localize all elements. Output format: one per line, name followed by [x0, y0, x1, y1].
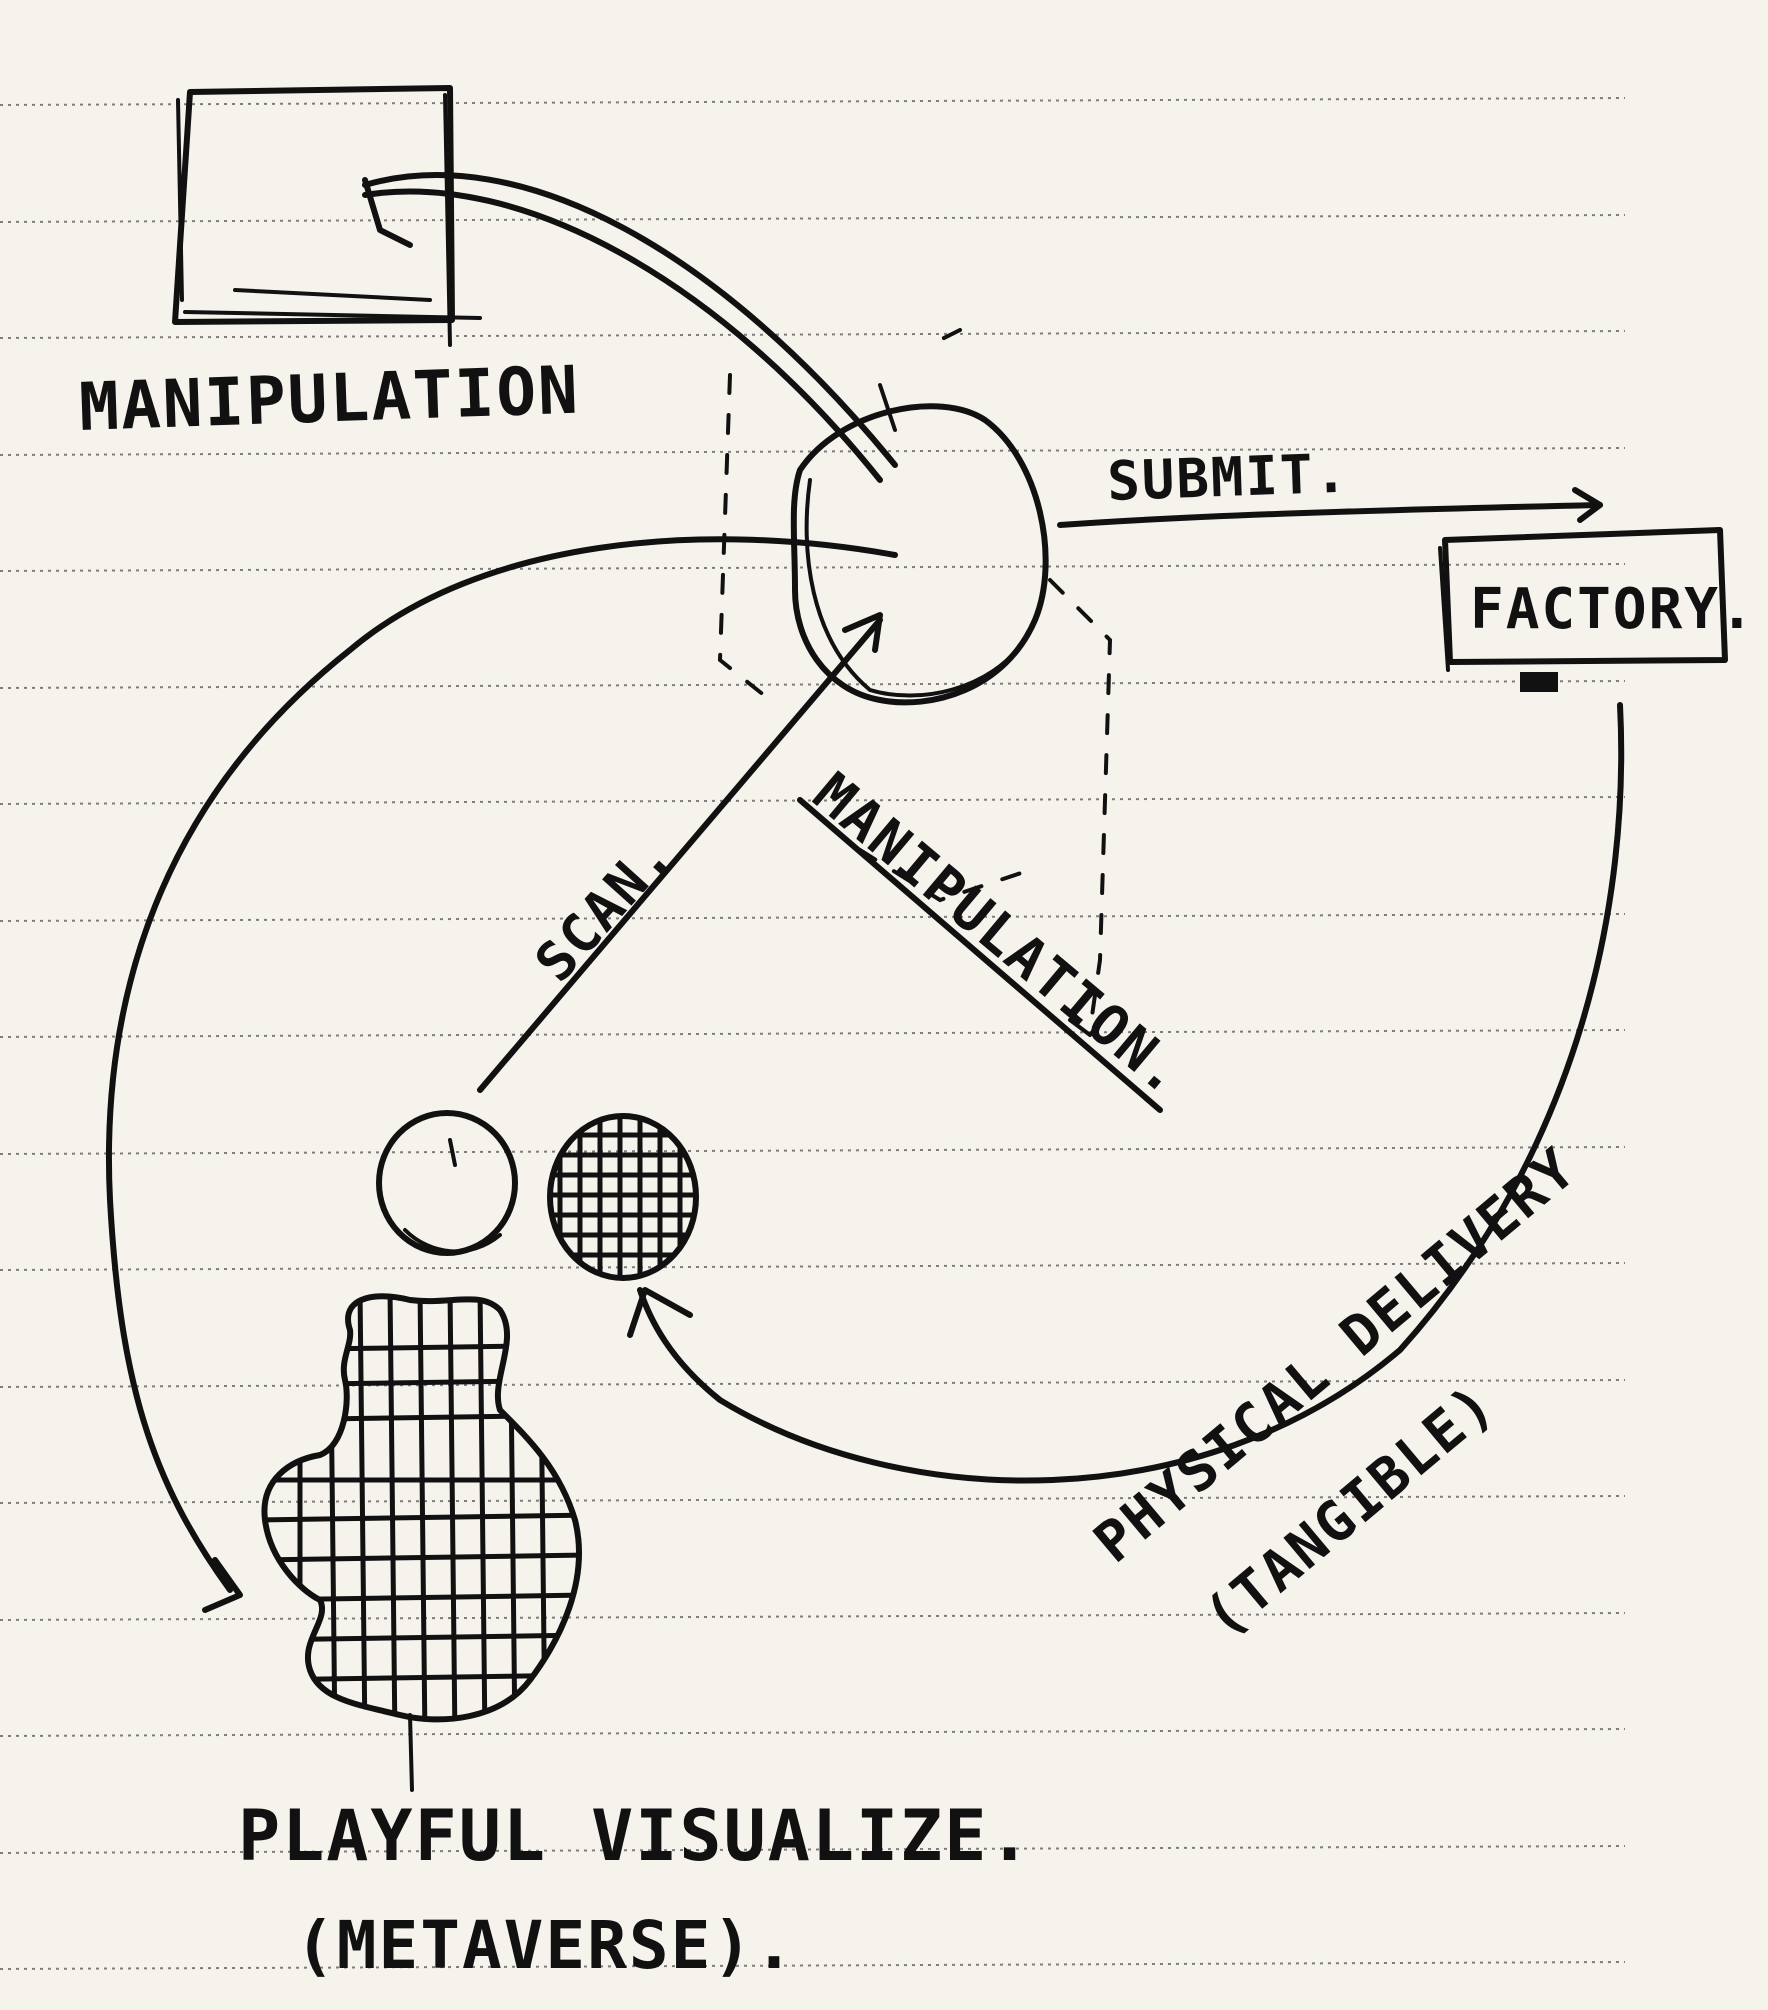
delivery-arrow [627, 702, 1625, 1484]
label-playful-visualize: PLAYFUL VISUALIZE. [238, 1795, 1033, 1877]
label-submit: SUBMIT. [1106, 442, 1350, 513]
label-manipulation-diagonal: MANIPULATION. [801, 761, 1198, 1109]
factory-box [1438, 527, 1728, 692]
label-metaverse: (METAVERSE). [295, 1907, 796, 1984]
metaverse-loop-arrow [105, 536, 898, 1613]
square-to-circle-arrow [362, 172, 898, 483]
label-manipulation-top: MANIPULATION [78, 352, 581, 446]
metaverse-blob [261, 1293, 582, 1792]
central-circle [790, 403, 1049, 706]
label-factory: FACTORY. [1470, 577, 1756, 642]
dashed-connectors [717, 328, 1113, 1037]
submit-arrow [1057, 487, 1603, 528]
scan-arrow [477, 612, 883, 1093]
ruled-lines [0, 97, 1626, 1970]
plain-ball [376, 1110, 518, 1256]
hatched-ball [547, 1113, 699, 1281]
manipulation-underline [797, 797, 1163, 1113]
manipulation-square [172, 85, 482, 347]
label-scan: SCAN. [523, 823, 685, 993]
